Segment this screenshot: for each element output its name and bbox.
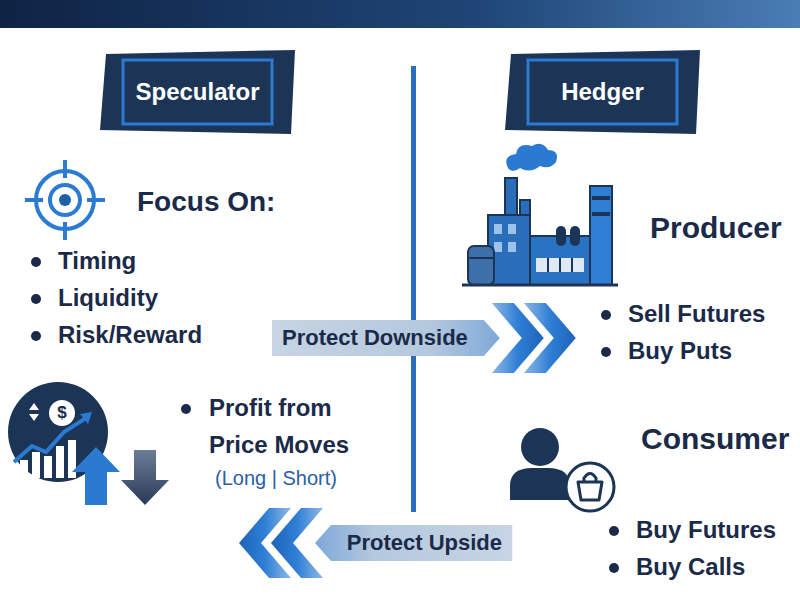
node-text: Hedger — [561, 78, 644, 106]
label-text: Liquidity — [58, 284, 158, 313]
arrow-band: Protect Upside — [231, 505, 512, 581]
label-slot: Risk/Reward — [58, 321, 202, 350]
label-text: Buy Calls — [636, 553, 745, 582]
label-slot: Focus On: — [137, 185, 275, 219]
label-slot: Producer — [650, 210, 782, 246]
label-text: Consumer — [641, 421, 789, 457]
arrow-band: Protect Downside — [272, 300, 584, 376]
tag-outline — [123, 60, 272, 124]
node-text: Protect Upside — [347, 525, 502, 561]
bullet-dots — [31, 257, 619, 573]
label-slot: Buy Puts — [628, 337, 732, 366]
header-tag: Speculator — [100, 50, 295, 134]
label-slot: $ — [57, 403, 66, 423]
tag-outline — [528, 60, 677, 124]
label-text: Sell Futures — [628, 300, 765, 329]
label-slot: Consumer — [641, 421, 789, 457]
consumer-icon — [510, 428, 614, 511]
label-slot: Buy Calls — [636, 553, 745, 582]
header-tag: Hedger — [505, 50, 700, 134]
node-text: Protect Downside — [282, 320, 468, 356]
divider-line — [411, 66, 416, 512]
tag-fill — [100, 50, 295, 134]
factory-illustration — [462, 144, 618, 285]
label-slot: Buy Futures — [636, 516, 776, 545]
label-text: Focus On: — [137, 185, 275, 219]
arrow-band-fill — [315, 525, 512, 561]
chevron — [239, 508, 291, 578]
chevron — [524, 303, 576, 373]
coin-symbol: $ — [57, 403, 66, 423]
label-text: (Long | Short) — [215, 466, 337, 490]
label-slot: (Long | Short) — [215, 466, 337, 490]
label-slot: Sell Futures — [628, 300, 765, 329]
target-icon — [25, 160, 105, 240]
tag-fill — [505, 50, 700, 134]
node-text: Speculator — [135, 78, 259, 106]
label-text: Producer — [650, 210, 782, 246]
label-slot: Profit from Price Moves — [209, 389, 381, 463]
label-text: Profit from Price Moves — [209, 389, 381, 463]
label-slot: Liquidity — [58, 284, 158, 313]
label-slot: Timing — [58, 247, 136, 276]
top-bar — [0, 0, 800, 28]
price-chart-icon — [8, 382, 169, 505]
label-text: Risk/Reward — [58, 321, 202, 350]
label-text: Buy Puts — [628, 337, 732, 366]
label-text: Buy Futures — [636, 516, 776, 545]
label-text: Timing — [58, 247, 136, 276]
arrow-band-fill — [272, 320, 500, 356]
